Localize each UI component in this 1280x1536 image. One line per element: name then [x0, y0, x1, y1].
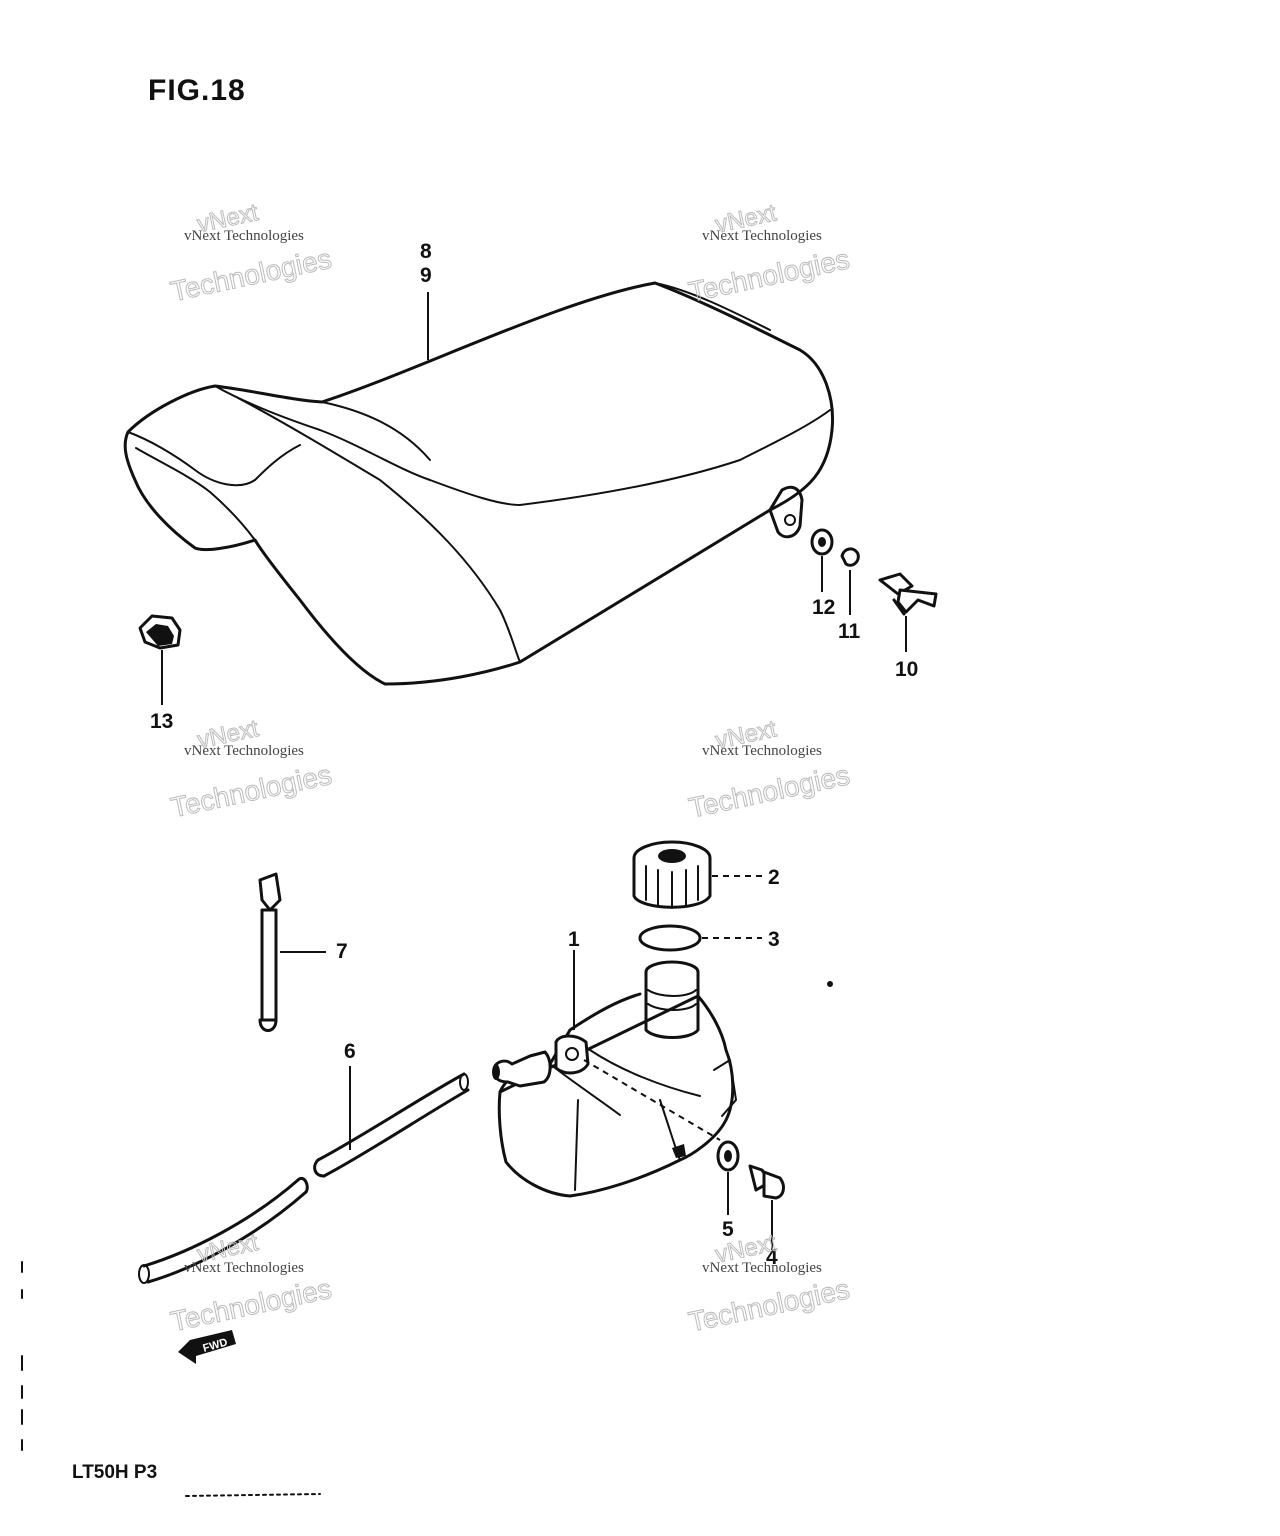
callout-12: 12: [812, 596, 835, 619]
callout-4: 4: [766, 1246, 778, 1269]
watermark-mid-left: vNext Technologies: [168, 714, 335, 823]
watermark-text-bottom-left: vNext Technologies: [184, 1260, 304, 1276]
part-11-lock-washer: [840, 547, 860, 615]
watermark-top-right: vNext Technologies: [685, 199, 852, 308]
callout-7: 7: [336, 940, 348, 963]
watermark-text-top-right: vNext Technologies: [702, 228, 822, 244]
callout-3: 3: [768, 928, 780, 951]
part-1-oil-tank: [492, 950, 737, 1198]
watermark-text-bottom-right: vNext Technologies: [702, 1260, 822, 1276]
callout-5: 5: [722, 1218, 734, 1241]
callout-9: 9: [420, 264, 432, 287]
model-code: LT50H P3: [72, 1462, 157, 1483]
part-3-o-ring: [638, 924, 762, 952]
watermark-text-mid-left: vNext Technologies: [184, 743, 304, 759]
part-2-cap: [632, 840, 762, 909]
callout-11: 11: [838, 620, 861, 643]
part-4-bolt: [748, 1164, 785, 1250]
watermark-mid-right: vNext Technologies: [686, 715, 853, 824]
callout-10: 10: [895, 658, 918, 681]
callout-2: 2: [768, 866, 780, 889]
part-10-wing-bolt: [878, 572, 938, 652]
callout-6: 6: [344, 1040, 356, 1063]
part-6-hose: [138, 1066, 470, 1284]
svg-text:Technologies: Technologies: [168, 759, 334, 823]
svg-text:Technologies: Technologies: [168, 1273, 334, 1337]
part-5-washer: [716, 1140, 740, 1215]
part-7-strap: [258, 872, 326, 1032]
watermark-bottom-right: vNext Technologies: [685, 1229, 852, 1338]
figure-title: FIG.18: [148, 74, 246, 107]
callout-13: 13: [150, 710, 173, 733]
part-13-clip: [138, 614, 182, 705]
part-12-washer: [810, 528, 834, 592]
svg-text:Technologies: Technologies: [686, 1273, 852, 1337]
svg-text:Technologies: Technologies: [686, 759, 852, 823]
watermark-text-top-left: vNext Technologies: [184, 228, 304, 244]
callout-8: 8: [420, 240, 432, 263]
watermark-top-left: vNext Technologies: [167, 199, 334, 308]
seat-illustration: [123, 281, 835, 686]
speck-mark: [827, 981, 833, 987]
callout-1: 1: [568, 928, 580, 951]
scan-noise-line: [185, 1493, 321, 1497]
forward-arrow-icon: FWD: [178, 1330, 236, 1364]
svg-text:Technologies: Technologies: [686, 243, 852, 307]
watermark-text-mid-right: vNext Technologies: [702, 743, 822, 759]
watermark-bottom-left: vNext Technologies: [167, 1229, 334, 1338]
svg-text:Technologies: Technologies: [168, 243, 334, 307]
